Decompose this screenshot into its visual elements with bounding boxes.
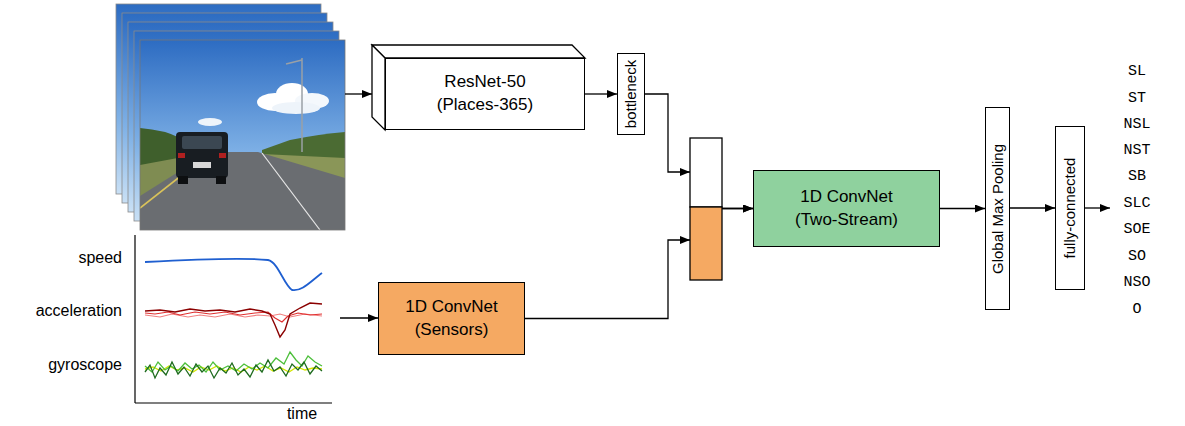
box-top-face (372, 45, 585, 58)
signal-name: gyroscope (48, 356, 122, 374)
signal-name: acceleration (36, 302, 122, 320)
box-label: ResNet-50 (444, 71, 525, 94)
axis-label: time (287, 405, 317, 423)
road-scene (140, 40, 345, 230)
speed-curve (145, 259, 322, 290)
input-arrow (345, 93, 372, 94)
box-label: (Places-365) (437, 94, 533, 117)
class-label: SO (1128, 249, 1146, 266)
output-arrow (1085, 207, 1110, 208)
two-stream-box: 1D ConvNet(Two-Stream) (753, 170, 940, 247)
video-frame (140, 40, 345, 230)
rotated-label: fully-connected (1062, 158, 1079, 259)
gyroscope-curve (145, 360, 322, 378)
class-label: NST (1123, 143, 1150, 160)
signal-name: speed (78, 249, 122, 267)
class-label: ST (1128, 91, 1146, 108)
pooling-box: Global Max Pooling (985, 107, 1010, 310)
acceleration-curve (145, 303, 322, 337)
box-label: (Sensors) (415, 319, 489, 342)
box-label: 1D ConvNet (405, 296, 498, 319)
class-label: NSO (1123, 275, 1150, 292)
connector-arrow (645, 94, 753, 209)
arrow-head (680, 236, 690, 244)
class-label: SOE (1123, 222, 1150, 239)
rotated-label: Global Max Pooling (989, 143, 1006, 273)
rotated-label: bottleneck (623, 60, 640, 128)
connector-arrow (585, 93, 617, 94)
concat-bar (690, 138, 722, 207)
backbone-box: ResNet-50(Places-365) (385, 58, 585, 130)
chart-axis (134, 235, 135, 403)
chart-axis (135, 402, 332, 403)
sensor-arrow (340, 317, 378, 318)
acceleration-curve (145, 312, 322, 322)
arrow-head (680, 168, 690, 176)
class-label: NSL (1123, 117, 1150, 134)
class-label: O (1132, 302, 1141, 319)
sensor-chart (135, 235, 332, 403)
box-label: 1D ConvNet (800, 186, 893, 209)
connector-arrow (1010, 207, 1055, 208)
acceleration-curve (145, 314, 322, 317)
box-side-face (372, 45, 385, 130)
video-frames (116, 4, 345, 230)
bottleneck-box: bottleneck (617, 53, 645, 135)
box-label: (Two-Stream) (795, 209, 898, 232)
class-label: SLC (1123, 196, 1150, 213)
class-label: SB (1128, 169, 1146, 186)
concat-bar (690, 207, 722, 280)
sensor-convnet-box: 1D ConvNet(Sensors) (378, 282, 525, 355)
fc-box: fully-connected (1055, 126, 1085, 290)
class-label: SL (1128, 64, 1146, 81)
connector-arrow (940, 208, 985, 209)
